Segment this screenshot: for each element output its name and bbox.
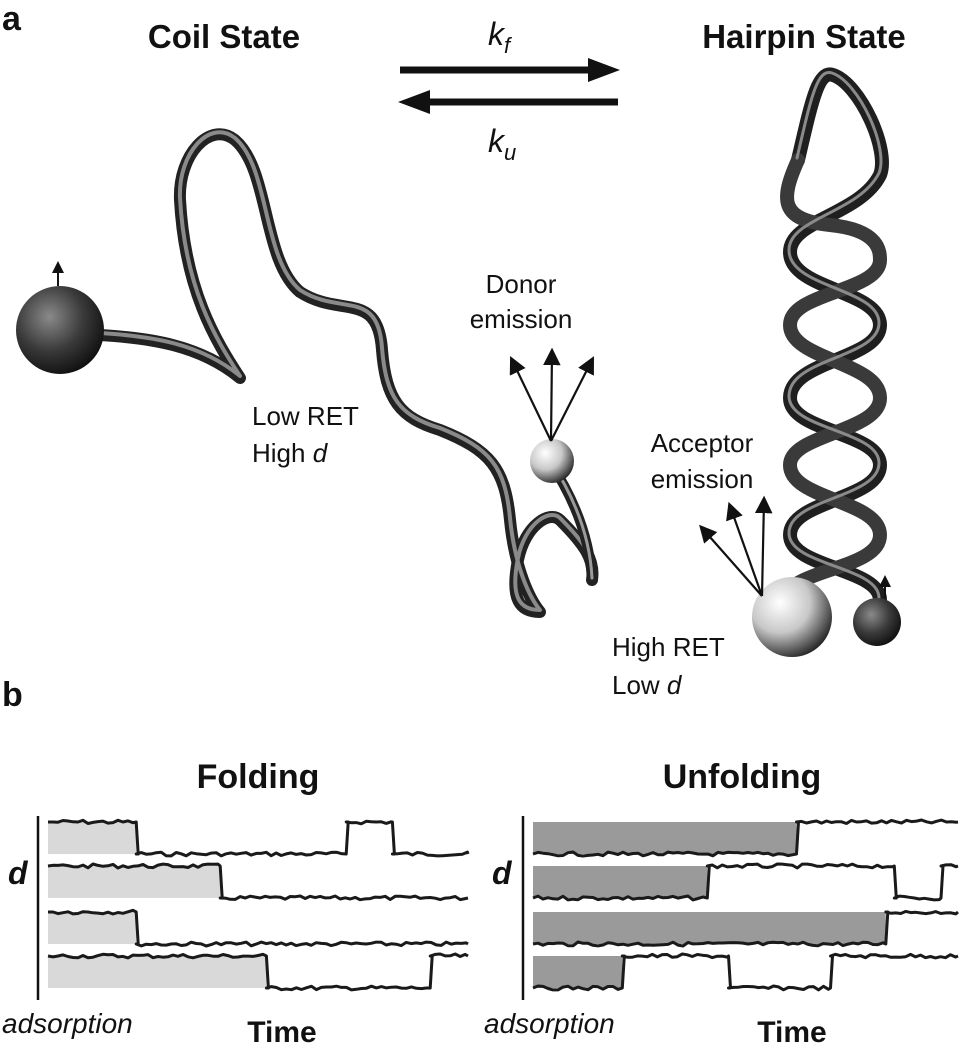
coil-note-line2: High d: [252, 438, 329, 468]
unfolding-trace-4-shade: [533, 956, 623, 988]
hairpin-note-line2: Low d: [612, 670, 683, 700]
folding-trace-4: [47, 952, 469, 992]
folding-trace-2: [47, 862, 469, 902]
donor-emission-label-line1: Donor: [486, 269, 557, 299]
folding-trace-1-shade: [48, 822, 137, 854]
unfolding-trace-3-shade: [533, 912, 886, 944]
coil-donor-sphere: [530, 439, 574, 483]
folding-title: Folding: [197, 758, 320, 796]
unfolding-y-axis-label: d: [492, 855, 513, 891]
equilibrium-arrows: [398, 58, 620, 114]
reverse-arrowhead: [398, 90, 430, 114]
folding-y-axis-label: d: [8, 855, 29, 891]
donor-emission-arrows: [509, 347, 594, 442]
hairpin-acceptor-sphere: [853, 598, 901, 646]
hairpin-donor-sphere: [752, 577, 832, 657]
folding-trace-2-shade: [48, 866, 221, 898]
unfolding-x-axis-label: Time: [757, 1016, 826, 1049]
acceptor-emission-arrows: [699, 495, 773, 597]
unfolding-title: Unfolding: [663, 758, 822, 796]
unfolding-trace-1-shade: [533, 822, 797, 854]
folding-trace-4-shade: [48, 956, 267, 988]
rate-forward-label: kf: [488, 16, 513, 58]
coil-acceptor-sphere: [16, 286, 104, 374]
hairpin-helix: [778, 67, 889, 626]
panel-a-label: a: [2, 0, 22, 38]
panel-b-label: b: [2, 676, 23, 714]
hairpin-state-title: Hairpin State: [702, 18, 906, 55]
unfolding-trace-1: [532, 818, 959, 858]
acceptor-emission-label-line2: emission: [651, 464, 754, 494]
forward-arrowhead: [588, 58, 620, 82]
unfolding-trace-4: [532, 952, 959, 992]
unfolding-trace-2: [532, 862, 959, 902]
donor-emission-label-line2: emission: [470, 304, 573, 334]
folding-trace-3: [48, 908, 469, 948]
folding-plot: [47, 818, 470, 992]
folding-x-axis-label: Time: [247, 1016, 316, 1049]
unfolding-trace-3: [532, 909, 959, 948]
folding-trace-3-shade: [48, 912, 137, 944]
unfolding-trace-2-shade: [533, 866, 708, 898]
coil-note-line1: Low RET: [252, 401, 359, 431]
unfolding-origin-label: adsorption: [484, 1008, 615, 1039]
rate-reverse-label: ku: [488, 123, 516, 165]
acceptor-emission-label-line1: Acceptor: [651, 428, 754, 458]
coil-state-title: Coil State: [148, 18, 300, 55]
hairpin-note-line1: High RET: [612, 632, 725, 662]
unfolding-plot: [532, 818, 959, 992]
folding-origin-label: adsorption: [2, 1008, 133, 1039]
folding-trace-1: [48, 818, 470, 858]
